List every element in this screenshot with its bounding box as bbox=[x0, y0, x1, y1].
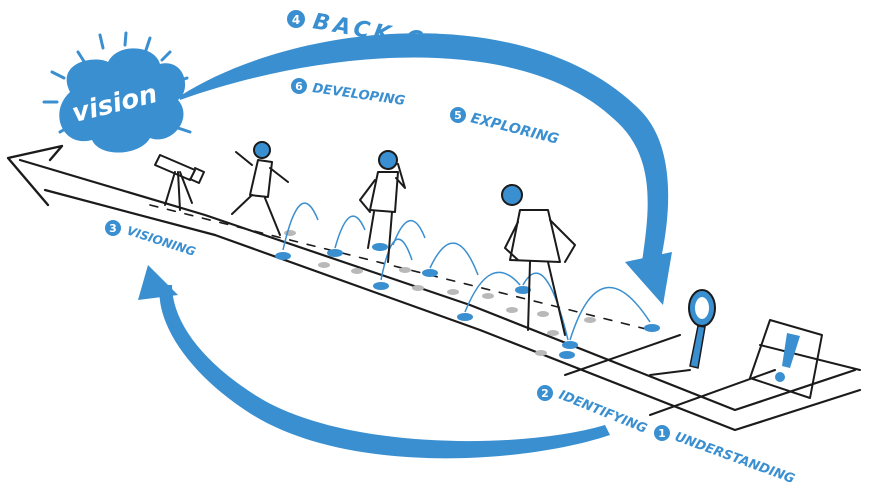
step-6-text: DEVELOPING bbox=[311, 81, 406, 109]
step-5-text: EXPLORING bbox=[469, 110, 560, 147]
step-6-label: 6 DEVELOPING bbox=[291, 78, 406, 109]
visioning-arrowhead bbox=[138, 265, 178, 300]
step-1-label: 1 UNDERSTANDING bbox=[654, 425, 797, 487]
step-4-label: 4 BACK CASTING bbox=[287, 9, 542, 74]
backcasting-arrowhead bbox=[625, 252, 672, 305]
step-1-number: 1 bbox=[658, 427, 666, 440]
step-5-label: 5 EXPLORING bbox=[450, 107, 560, 148]
path-road bbox=[8, 146, 860, 430]
step-1-text: UNDERSTANDING bbox=[673, 430, 797, 487]
step-3-text: VISIONING bbox=[125, 224, 197, 259]
walking-figure bbox=[232, 142, 288, 235]
step-2-number: 2 bbox=[541, 387, 549, 400]
step-5-number: 5 bbox=[454, 109, 462, 122]
magnifier-icon bbox=[650, 290, 715, 375]
blue-stepping-dots bbox=[275, 243, 660, 359]
vision-cloud: vision bbox=[44, 33, 190, 153]
visioning-arrow bbox=[159, 285, 610, 458]
step-3-number: 3 bbox=[109, 222, 117, 235]
exclamation-sign-icon bbox=[750, 320, 822, 398]
step-4-number: 4 bbox=[292, 13, 300, 27]
backcasting-arrow bbox=[180, 33, 668, 283]
step-6-number: 6 bbox=[295, 80, 303, 93]
